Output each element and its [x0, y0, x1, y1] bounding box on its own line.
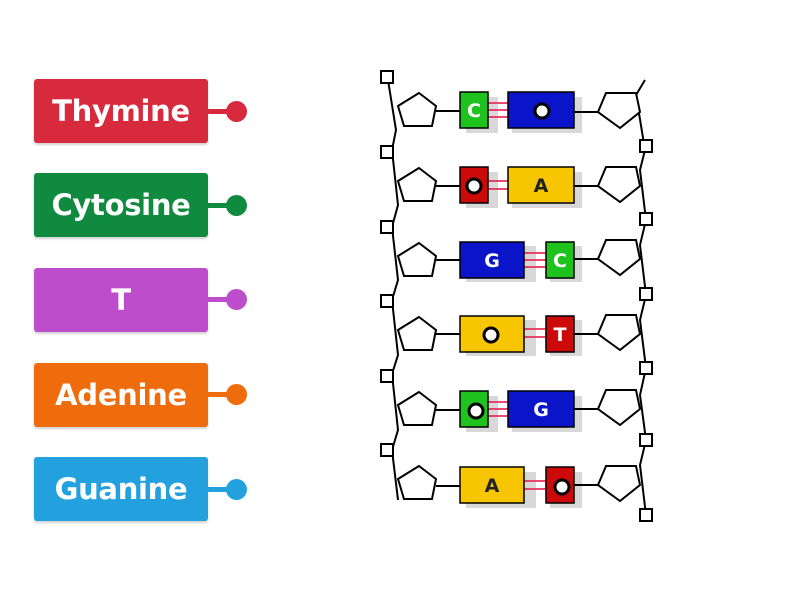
drop-target-circle[interactable] — [482, 326, 500, 344]
base-g — [507, 390, 575, 428]
label-text: Thymine — [52, 94, 190, 128]
base-t — [545, 315, 575, 353]
base-c — [459, 91, 489, 129]
connector-dot[interactable] — [226, 195, 247, 216]
drop-target-circle[interactable] — [533, 102, 551, 120]
base-letter: T — [554, 324, 567, 346]
label-cytosine[interactable]: Cytosine — [34, 173, 208, 237]
connector-dot[interactable] — [226, 384, 247, 405]
connector-stem — [208, 297, 232, 302]
base-a — [459, 466, 525, 504]
connector-stem — [208, 109, 232, 114]
connector-stem — [208, 487, 232, 492]
connector-stem — [208, 392, 232, 397]
base-a — [507, 166, 575, 204]
label-adenine[interactable]: Adenine — [34, 363, 208, 427]
drop-target-circle[interactable] — [465, 177, 483, 195]
base-g — [459, 241, 525, 279]
connector-dot[interactable] — [226, 101, 247, 122]
right-backbone — [574, 79, 653, 522]
label-text: Adenine — [55, 378, 187, 412]
left-backbone — [380, 70, 460, 501]
base-letter: G — [484, 250, 500, 272]
connector-dot[interactable] — [226, 289, 247, 310]
base-letter: A — [534, 175, 549, 197]
label-text: Cytosine — [51, 188, 191, 222]
base-letter: C — [553, 250, 567, 272]
label-guanine[interactable]: Guanine — [34, 457, 208, 521]
label-text: Guanine — [54, 472, 188, 506]
drop-target-circle[interactable] — [467, 402, 485, 420]
base-letter: A — [485, 475, 500, 497]
label-thymine[interactable]: Thymine — [34, 79, 208, 143]
base-c — [545, 241, 575, 279]
base-letter: C — [467, 100, 481, 122]
connector-dot[interactable] — [226, 479, 247, 500]
base-letter: G — [533, 399, 549, 421]
label-text: T — [111, 283, 131, 317]
drop-target-circle[interactable] — [553, 478, 571, 496]
label-t[interactable]: T — [34, 268, 208, 332]
connector-stem — [208, 203, 232, 208]
